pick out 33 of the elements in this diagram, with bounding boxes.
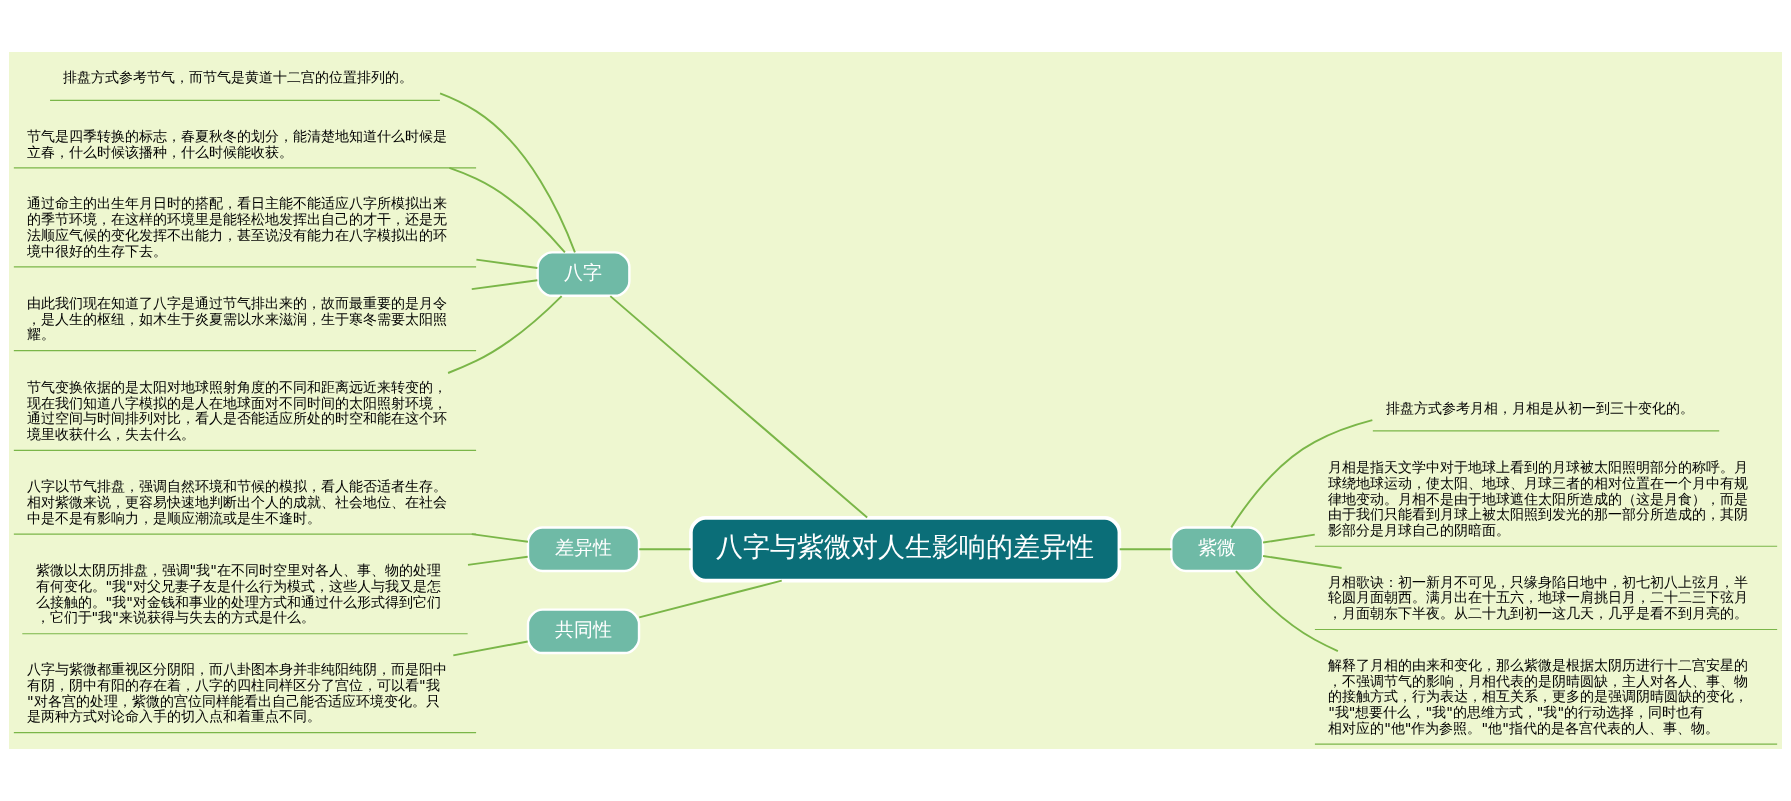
connector — [475, 258, 539, 269]
connector — [452, 640, 529, 657]
node-box: 八字 — [536, 251, 631, 297]
connector — [1230, 419, 1374, 529]
connector — [439, 92, 576, 254]
node-text: 紫微以太阴历排盘，强调"我"在不同时空里对各人、事、物的处理有何变化。"我"对父兄妻子友是什么行为模式，这些人与我又是怎么接触的。"我"对金钱和事业的处理方式和通过什么形式得到它们，它们于"我"来说获得与失去的方式是什么。 — [35, 562, 441, 626]
node-text: 八字以节气排盘，强调自然环境和节候的模拟，看人能否适者生存。相对紫微来说，更容易快速地判断出个人的成就、社会地位、在社会中是不是有影响力，是顺应潮流或是生不逢时。 — [27, 478, 448, 526]
connector — [638, 579, 783, 619]
connector — [447, 295, 563, 374]
connector — [448, 167, 566, 254]
node-box: 共同性 — [526, 608, 641, 655]
node-text: 节气变换依据的是太阳对地球照射角度的不同和距离远近来转变的，现在我们知道八字模拟的是人在地球面对不同时间的太阳照射环境，通过空间与时间排列对比，看人是否能适应所处的时空和能在这个环境里收获什么，失去什么。 — [27, 378, 448, 442]
node-text: 排盘方式参考月相，月相是从初一到三十变化的。 — [1386, 399, 1695, 416]
node-box: 八字与紫微对人生影响的差异性 — [689, 516, 1122, 583]
node-box: 差异性 — [526, 526, 641, 573]
connector — [1262, 533, 1316, 544]
connector — [467, 555, 529, 566]
connector — [1235, 570, 1339, 653]
node-text: 节气是四季转换的标志，春夏秋冬的划分，能清楚地知道什么时候是立春，什么时候该播种，什么时候能收获。 — [27, 127, 448, 160]
node-text: 八字与紫微都重视区分阴阳，而八卦图本身并非纯阳纯阴，而是阳中有阴，阴中有阳的存在着，八字的四柱同样区分了宫位，可以看"我"对各宫的处理，紫微的宫位同样能看出自己能否适应环境变化。只是两种方式对论命入手的切入点和着重点不同。 — [27, 661, 448, 725]
node-text: 解释了月相的由来和变化，那么紫微是根据太阴历进行十二宫安星的，不强调节气的影响，月相代表的是阴晴圆缺，主人对各人、事、物的接触方式，行为表达，相互关系，更多的是强调阴晴圆缺的变化，"我"想要什么，"我"的思维方式，"我"的行动选择，同时也有相对应的"他"作为参照。"他"指代的是各宫代表的人、事、物。 — [1328, 657, 1749, 736]
node-text: 月相是指天文学中对于地球上看到的月球被太阳照明部分的称呼。月球绕地球运动，使太阳、地球、月球三者的相对位置在一个月中有规律地变动。月相不是由于地球遮住太阳所造成的（这是月食），而是由于我们只能看到月球上被太阳照到发光的那一部分所造成的，其阴影部分是月球自己的阴暗面。 — [1328, 459, 1749, 538]
node-text: 由此我们现在知道了八字是通过节气排出来的，故而最重要的是月令，是人生的枢纽，如木生于炎夏需以水来滋润，生于寒冬需要太阳照耀。 — [27, 294, 448, 343]
node-text: 排盘方式参考节气，而节气是黄道十二宫的位置排列的。 — [63, 69, 414, 86]
node-text: 月相歌诀：初一新月不可见，只缘身陷日地中，初七初八上弦月，半轮圆月面朝西。满月出在十五六，地球一肩挑日月，二十二三下弦月，月面朝东下半夜。从二十九到初一这几天，几乎是看不到月亮的。 — [1328, 573, 1749, 622]
node-text: 通过命主的出生年月日时的搭配，看日主能不能适应八字所模拟出来的季节环境，在这样的环境里是能轻松地发挥出自己的才干，还是无法顺应气候的变化发挥不出能力，甚至说没有能力在八字模拟出的环境中很好的生存下去。 — [27, 195, 448, 259]
connector — [638, 548, 692, 551]
connector — [470, 279, 539, 291]
connector — [470, 533, 529, 543]
connector — [1118, 548, 1173, 551]
connector — [1262, 555, 1343, 569]
node-box: 紫微 — [1170, 526, 1265, 573]
connector — [609, 295, 869, 519]
